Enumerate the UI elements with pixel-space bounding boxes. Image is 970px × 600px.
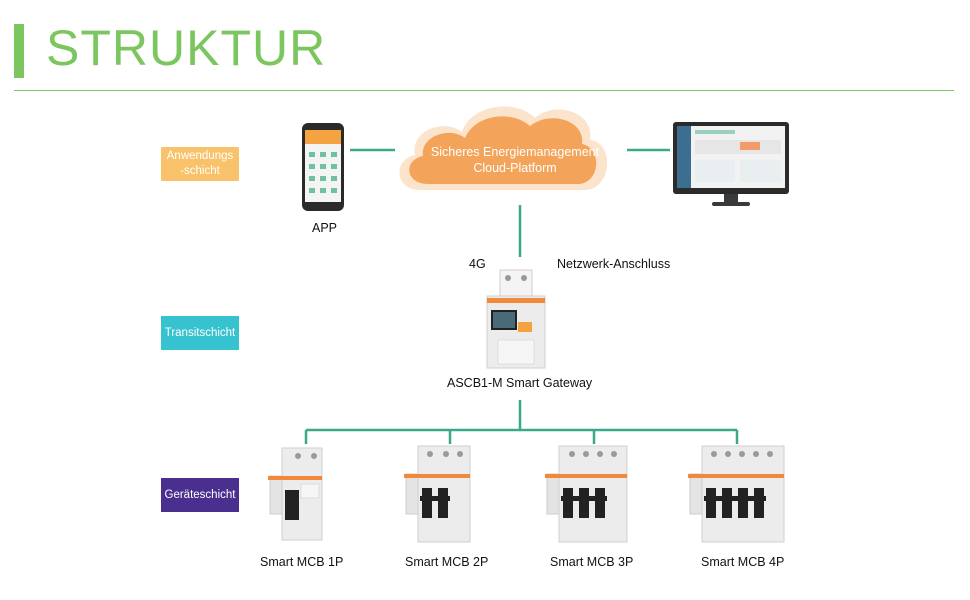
- cloud-icon: [399, 106, 608, 190]
- device-label-2p: Smart MCB 2P: [405, 555, 489, 569]
- layer-application-text: Anwendungs-schicht: [166, 150, 234, 177]
- layer-transit-label: Transitschicht: [161, 316, 239, 350]
- layer-device-label: Geräteschicht: [161, 478, 239, 512]
- device-label-3p: Smart MCB 3P: [550, 555, 634, 569]
- gateway-label: ASCB1-M Smart Gateway: [447, 376, 593, 390]
- device-label-1p: Smart MCB 1P: [260, 555, 344, 569]
- connectors: [304, 148, 739, 444]
- mcb-1p-icon: [268, 447, 323, 541]
- monitor-icon: [673, 122, 789, 206]
- link-network-label: Netzwerk-Anschluss: [557, 257, 671, 271]
- cloud-line-2: Cloud-Platform: [473, 161, 557, 175]
- link-4g-label: 4G: [469, 257, 486, 271]
- device-label-4p: Smart MCB 4P: [701, 555, 785, 569]
- cloud-line-1: Sicheres Energiemanagement: [430, 145, 600, 159]
- smartphone-icon: [302, 123, 344, 211]
- cloud-platform-label: Sicheres Energiemanagement Cloud-Platfor…: [420, 144, 610, 176]
- mcb-4p-icon: [688, 445, 785, 543]
- title-accent-bar: [14, 24, 24, 78]
- mcb-2p-icon: [404, 445, 471, 543]
- layer-application-label: Anwendungs-schicht: [161, 147, 239, 181]
- mcb-3p-icon: [545, 445, 628, 543]
- app-label: APP: [312, 221, 338, 235]
- title-divider: [14, 90, 954, 91]
- gateway-device-icon: [486, 269, 546, 369]
- page-title: STRUKTUR: [46, 20, 327, 76]
